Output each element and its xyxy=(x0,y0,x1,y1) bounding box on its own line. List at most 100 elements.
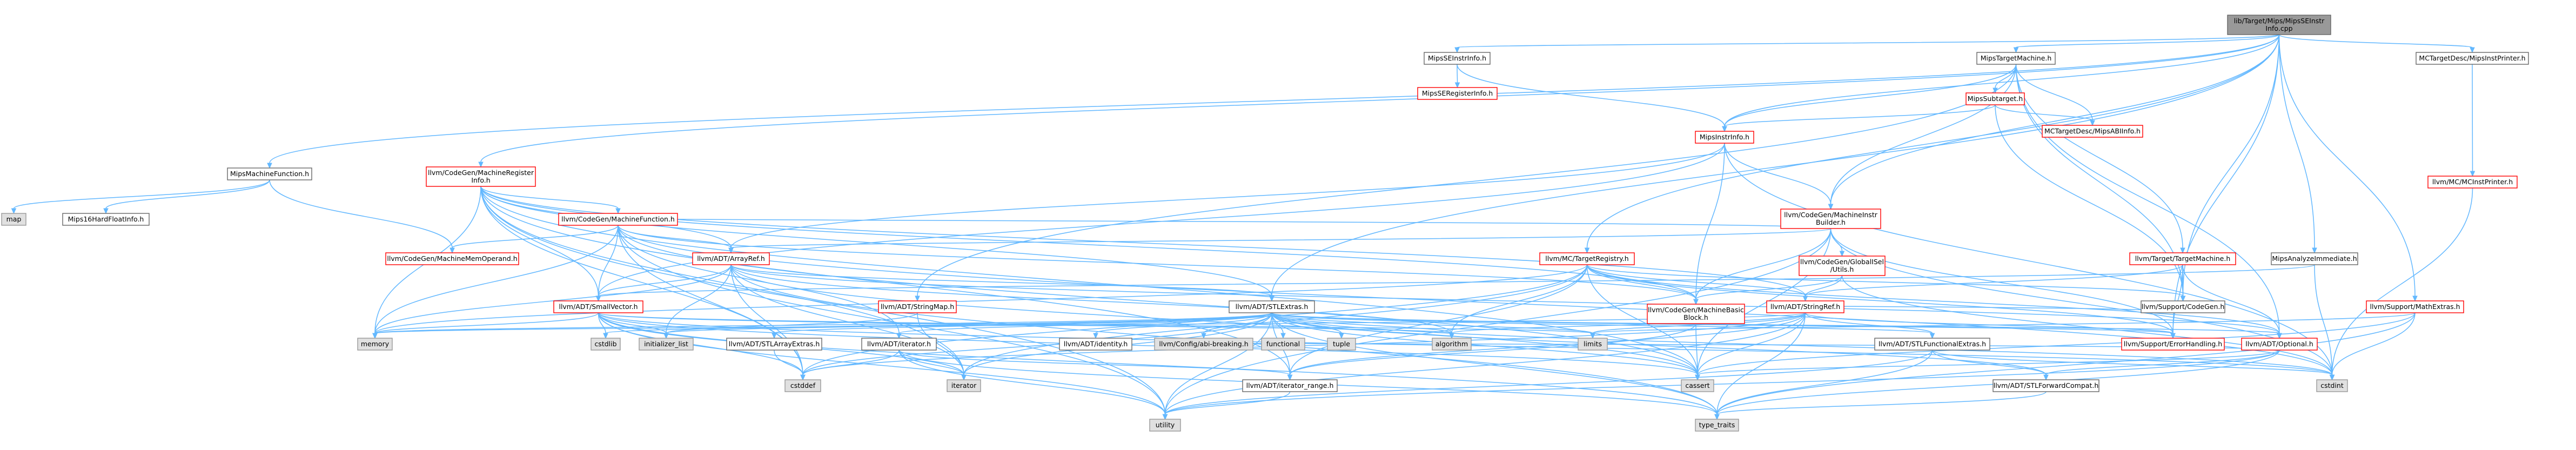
node-label: Mips16HardFloatInfo.h xyxy=(68,215,144,223)
node-instrinfo[interactable]: MipsInstrInfo.h xyxy=(1695,131,1754,144)
node-box xyxy=(1424,52,1491,65)
node-box xyxy=(1695,131,1754,144)
node-box xyxy=(553,300,643,313)
node-utility: utility xyxy=(1149,419,1181,432)
edge-root-to-mai xyxy=(2278,34,2317,254)
edge-mmf-to-mmo xyxy=(269,179,455,254)
node-box xyxy=(1059,338,1132,351)
node-errh[interactable]: llvm/Support/ErrorHandling.h xyxy=(2121,338,2225,351)
node-box xyxy=(1681,379,1714,392)
node-treg[interactable]: llvm/MC/TargetRegistry.h xyxy=(1539,252,1635,265)
node-stlfunc[interactable]: llvm/ADT/STLFunctionalExtras.h xyxy=(1874,338,1990,351)
node-box xyxy=(1874,338,1990,351)
node-mmo[interactable]: llvm/CodeGen/MachineMemOperand.h xyxy=(385,252,519,265)
node-box xyxy=(1327,338,1356,351)
edge-tm-to-ttm xyxy=(2015,64,2185,254)
node-box xyxy=(2129,252,2236,265)
edge-root-to-stlextras xyxy=(1269,34,2280,302)
node-identity[interactable]: llvm/ADT/identity.h xyxy=(1059,338,1132,351)
node-iterator: iterator xyxy=(947,379,981,392)
node-stlextras[interactable]: llvm/ADT/STLExtras.h xyxy=(1229,300,1315,313)
node-mctd[interactable]: MCTargetDesc/MipsInstPrinter.h xyxy=(2416,52,2529,65)
node-mmf[interactable]: MipsMachineFunction.h xyxy=(227,167,312,180)
edge-stringref-to-errh xyxy=(1804,312,2176,339)
node-label: MipsSEInstrInfo.h xyxy=(1428,54,1486,62)
node-stringmap[interactable]: llvm/ADT/StringMap.h xyxy=(878,300,957,313)
node-box xyxy=(558,213,678,226)
node-box xyxy=(1976,52,2056,65)
node-label: MipsAnalyzeImmediate.h xyxy=(2272,254,2357,263)
node-stlarray[interactable]: llvm/ADT/STLArrayExtras.h xyxy=(726,338,822,351)
node-box xyxy=(1647,304,1745,324)
node-seii[interactable]: MipsSEInstrInfo.h xyxy=(1424,52,1491,65)
node-label: llvm/CodeGen/MachineRegister xyxy=(428,169,534,177)
node-ttm[interactable]: llvm/Target/TargetMachine.h xyxy=(2129,252,2236,265)
node-label: MipsSERegisterInfo.h xyxy=(1422,89,1493,97)
node-label: algorithm xyxy=(1435,340,1468,348)
node-tm[interactable]: MipsTargetMachine.h xyxy=(1976,52,2056,65)
node-box xyxy=(2271,252,2358,265)
edge-seii-to-serinfo xyxy=(1454,64,1460,89)
node-root[interactable]: lib/Target/Mips/MipsSEInstrInfo.cpp xyxy=(2227,15,2331,35)
edge-mrinfo-to-mfunc xyxy=(480,186,621,214)
node-label: llvm/ADT/iterator.h xyxy=(867,340,931,348)
edge-mai-to-smallvec xyxy=(595,264,2315,302)
node-label: functional xyxy=(1266,340,1300,348)
edge-optional-to-stlfwd xyxy=(2043,350,2280,381)
node-tuple: tuple xyxy=(1327,338,1356,351)
node-initlist: initializer_list xyxy=(639,338,694,351)
node-box xyxy=(2316,379,2348,392)
node-gisel[interactable]: llvm/CodeGen/GlobalISel/Utils.h xyxy=(1799,256,1886,276)
node-label: Info.h xyxy=(471,176,490,184)
node-optional[interactable]: llvm/ADT/Optional.h xyxy=(2241,338,2318,351)
node-label: MipsInstrInfo.h xyxy=(1700,133,1749,141)
edge-tm-to-subtarget xyxy=(1993,64,2017,94)
node-label: llvm/Support/MathExtras.h xyxy=(2370,303,2460,311)
edge-stringref-to-stlfunc xyxy=(1804,312,1935,339)
node-mcinstprinter[interactable]: llvm/MC/MCInstPrinter.h xyxy=(2427,176,2518,189)
node-functional: functional xyxy=(1261,338,1305,351)
node-label: cstddef xyxy=(790,381,816,389)
node-iterrange[interactable]: llvm/ADT/iterator_range.h xyxy=(1242,379,1338,392)
node-box xyxy=(2416,52,2529,65)
node-codegen[interactable]: llvm/Support/CodeGen.h xyxy=(2141,300,2225,313)
node-label: llvm/ADT/StringRef.h xyxy=(1770,303,1840,311)
edge-stlfunc-to-cstdint xyxy=(1931,350,2335,381)
edge-instrinfo-to-mib xyxy=(1724,143,1834,210)
node-label: llvm/ADT/StringMap.h xyxy=(881,303,954,311)
node-label: llvm/CodeGen/MachineInstr xyxy=(1784,211,1878,219)
edge-mfunc-to-memory xyxy=(372,225,619,339)
node-label: llvm/Config/abi-breaking.h xyxy=(1159,340,1248,348)
node-stlfwd[interactable]: llvm/ADT/STLForwardCompat.h xyxy=(1993,379,2099,392)
node-box xyxy=(227,167,312,180)
edge-mib-to-gisel xyxy=(1830,228,1845,257)
node-memory: memory xyxy=(357,338,393,351)
edge-mib-to-mfunc xyxy=(615,212,1832,229)
node-m16[interactable]: Mips16HardFloatInfo.h xyxy=(62,213,150,226)
node-mai[interactable]: MipsAnalyzeImmediate.h xyxy=(2271,252,2358,265)
node-serinfo[interactable]: MipsSERegisterInfo.h xyxy=(1417,87,1498,100)
node-mfunc[interactable]: llvm/CodeGen/MachineFunction.h xyxy=(558,213,678,226)
node-label: llvm/ADT/identity.h xyxy=(1064,340,1128,348)
node-mathextras[interactable]: llvm/Support/MathExtras.h xyxy=(2366,300,2464,313)
node-subtarget[interactable]: MipsSubtarget.h xyxy=(1965,92,2025,105)
node-mcabi[interactable]: MCTargetDesc/MipsABIInfo.h xyxy=(2042,125,2143,138)
node-label: llvm/CodeGen/MachineMemOperand.h xyxy=(387,254,517,263)
node-label: tuple xyxy=(1333,340,1350,348)
node-box xyxy=(2121,338,2225,351)
node-box xyxy=(1261,338,1305,351)
node-adtiter[interactable]: llvm/ADT/iterator.h xyxy=(861,338,937,351)
node-arrayref[interactable]: llvm/ADT/ArrayRef.h xyxy=(692,252,770,265)
node-box xyxy=(1417,87,1498,100)
node-stringref[interactable]: llvm/ADT/StringRef.h xyxy=(1766,300,1844,313)
node-label: initializer_list xyxy=(644,340,688,348)
node-label: llvm/ADT/Optional.h xyxy=(2245,340,2313,348)
node-smallvec[interactable]: llvm/ADT/SmallVector.h xyxy=(553,300,643,313)
node-label: iterator xyxy=(951,381,977,389)
edge-tm-to-optional xyxy=(2015,64,2282,339)
node-box xyxy=(426,166,536,187)
